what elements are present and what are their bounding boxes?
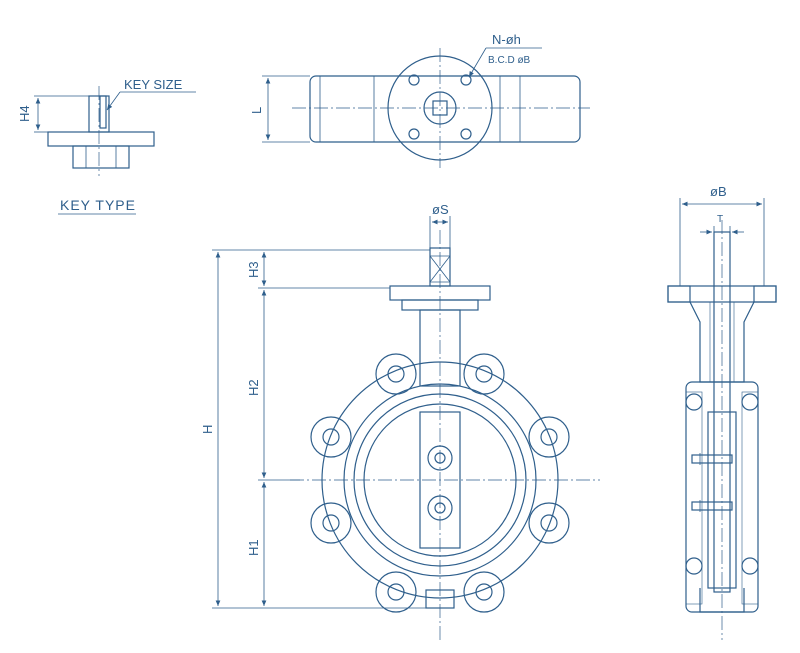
- bcd-label: B.C.D øB: [488, 55, 531, 66]
- l-label: L: [249, 107, 264, 114]
- h3-label: H3: [246, 261, 261, 278]
- front-view: øS H H3 H2 H1: [200, 202, 600, 640]
- key-size-label: KEY SIZE: [124, 77, 183, 92]
- phi-s-label: øS: [432, 202, 449, 217]
- side-section-view: øB T: [667, 184, 777, 640]
- top-view: L N-øh B.C.D øB: [249, 32, 590, 168]
- lug-holes: [310, 353, 570, 613]
- h-label: H: [200, 425, 215, 434]
- phi-b-label: øB: [710, 184, 727, 199]
- h1-label: H1: [246, 539, 261, 556]
- key-type-caption: KEY TYPE: [60, 197, 136, 213]
- h4-label: H4: [17, 105, 32, 122]
- h2-label: H2: [246, 379, 261, 396]
- key-type-detail: H4 KEY SIZE KEY TYPE: [17, 77, 196, 215]
- t-label: T: [717, 214, 723, 225]
- n-phi-h-label: N-øh: [492, 32, 521, 47]
